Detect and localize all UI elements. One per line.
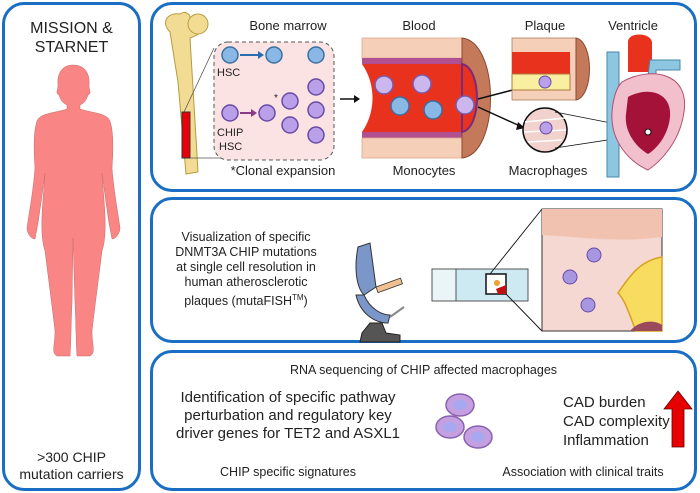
clonal-expansion-label: *Clonal expansion	[230, 163, 336, 178]
trait-item: Inflammation	[563, 432, 649, 449]
identification-line: perturbation and regulatory key	[184, 407, 392, 424]
description-line: human atherosclerotic	[184, 275, 308, 289]
rna-seq-panel: RNA sequencing of CHIP affected macropha…	[150, 350, 697, 491]
pathway-panel: Bone marrow Blood Plaque Ventricle HSC C…	[150, 2, 697, 192]
ventricle-label: Ventricle	[608, 18, 658, 33]
cohort-footer: >300 CHIP mutation carriers	[5, 449, 138, 483]
bone-marrow-marker	[181, 111, 191, 159]
cohort-panel: MISSION & STARNET >300 CHIP mutation car…	[2, 2, 141, 491]
chip-label: CHIP	[217, 127, 244, 139]
mutafish-panel: Visualization of specific DNMT3A CHIP mu…	[150, 197, 697, 343]
human-silhouette-icon	[26, 64, 121, 357]
cohort-title-line2: STARNET	[34, 39, 109, 56]
identification-line: Identification of specific pathway	[180, 389, 396, 406]
description-line: DNMT3A CHIP mutations	[175, 245, 317, 259]
clinical-traits-list: CAD burden CAD complexity Inflammation	[563, 393, 670, 450]
femur-bone-icon	[165, 11, 230, 175]
macrophage-tissue-icon	[522, 107, 648, 153]
chip-hsc-cells	[221, 78, 325, 144]
cohort-footer-line2: mutation carriers	[19, 466, 124, 482]
trait-item: CAD complexity	[563, 413, 670, 430]
association-label: Association with clinical traits	[502, 465, 664, 479]
cohort-title-line1: MISSION &	[30, 20, 113, 37]
ventricle-sample-marker	[644, 128, 652, 136]
microscope-slide-icon	[431, 208, 543, 332]
microscope-icon	[355, 242, 405, 343]
hsc-label: HSC	[217, 67, 241, 79]
bone-marrow-label: Bone marrow	[249, 18, 327, 33]
signatures-label: CHIP specific signatures	[220, 465, 356, 479]
description-line: plaques (mutaFISHTM)	[184, 293, 308, 309]
monocytes-label: Monocytes	[392, 163, 456, 178]
blood-vessel-icon	[361, 37, 491, 159]
microscope-illustration	[355, 208, 663, 343]
description-line: Visualization of specific	[181, 230, 311, 244]
identification-line: driver genes for TET2 and ASXL1	[175, 425, 401, 442]
plaque-icon	[511, 37, 590, 101]
rna-seq-title: RNA sequencing of CHIP affected macropha…	[289, 363, 558, 377]
plaque-label: Plaque	[524, 18, 566, 33]
blood-label: Blood	[402, 18, 436, 33]
cohort-footer-line1: >300 CHIP	[37, 449, 106, 465]
heart-ventricle-icon	[606, 34, 686, 178]
macrophages-label: Macrophages	[508, 163, 588, 178]
identification-text: Identification of specific pathway pertu…	[163, 389, 413, 443]
clonal-asterisk: *	[274, 93, 278, 104]
plaque-zoom-icon	[541, 208, 663, 332]
mutafish-description: Visualization of specific DNMT3A CHIP mu…	[161, 230, 331, 309]
trait-item: CAD burden	[563, 394, 646, 411]
pathway-illustration	[165, 11, 686, 178]
hsc-cells	[221, 46, 325, 64]
description-line: at single cell resolution in	[176, 260, 316, 274]
increase-arrow-icon	[663, 390, 693, 448]
chip-hsc-label: HSC	[219, 141, 243, 153]
cohort-title: MISSION & STARNET	[5, 19, 138, 57]
trademark: TM	[291, 293, 304, 302]
bone-marrow-box	[213, 41, 335, 161]
macrophage-cluster-icon	[435, 393, 493, 449]
